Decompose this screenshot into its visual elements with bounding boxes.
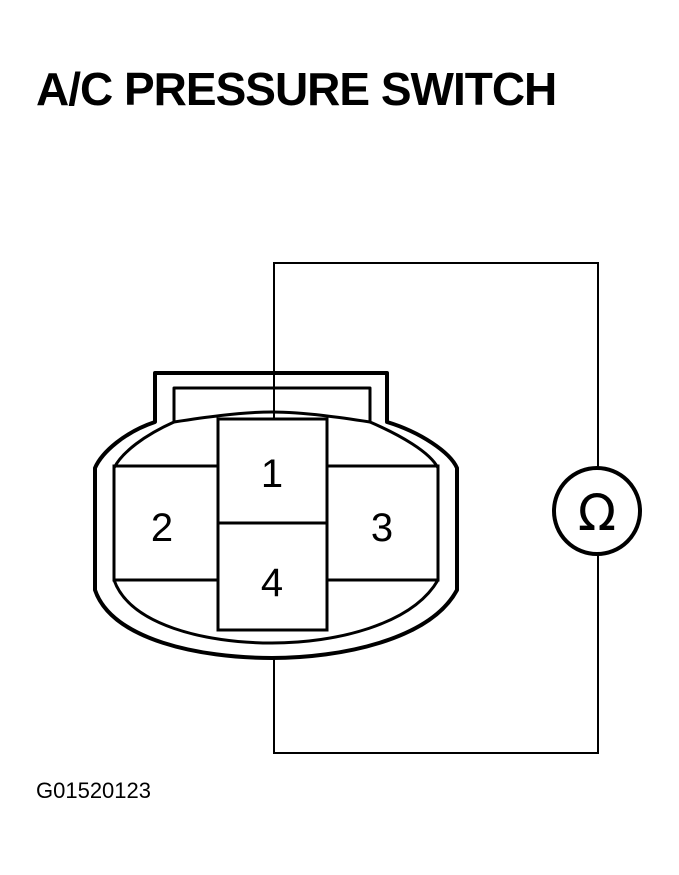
- cavity-2: [112, 464, 220, 582]
- ohmmeter-icon: Ω: [552, 466, 642, 556]
- pin-4-label: 4: [261, 561, 283, 605]
- terminal-cavities: [112, 417, 440, 632]
- connector-outer-shell: [93, 371, 459, 660]
- page-title: A/C PRESSURE SWITCH: [36, 63, 557, 115]
- cavity-3: [325, 464, 440, 582]
- pin-1-label: 1: [261, 452, 283, 496]
- pin-2-label: 2: [151, 506, 173, 550]
- test-leads: [273, 262, 599, 754]
- lead-pin-4: [273, 554, 599, 754]
- figure-code: G01520123: [36, 778, 151, 803]
- lead-pin-1: [273, 262, 599, 468]
- connector-housing: [93, 371, 459, 660]
- connector-keyway: [173, 410, 371, 424]
- ohm-symbol: Ω: [578, 484, 616, 542]
- ohmmeter-circle: [552, 466, 642, 556]
- pin-3-label: 3: [371, 506, 393, 550]
